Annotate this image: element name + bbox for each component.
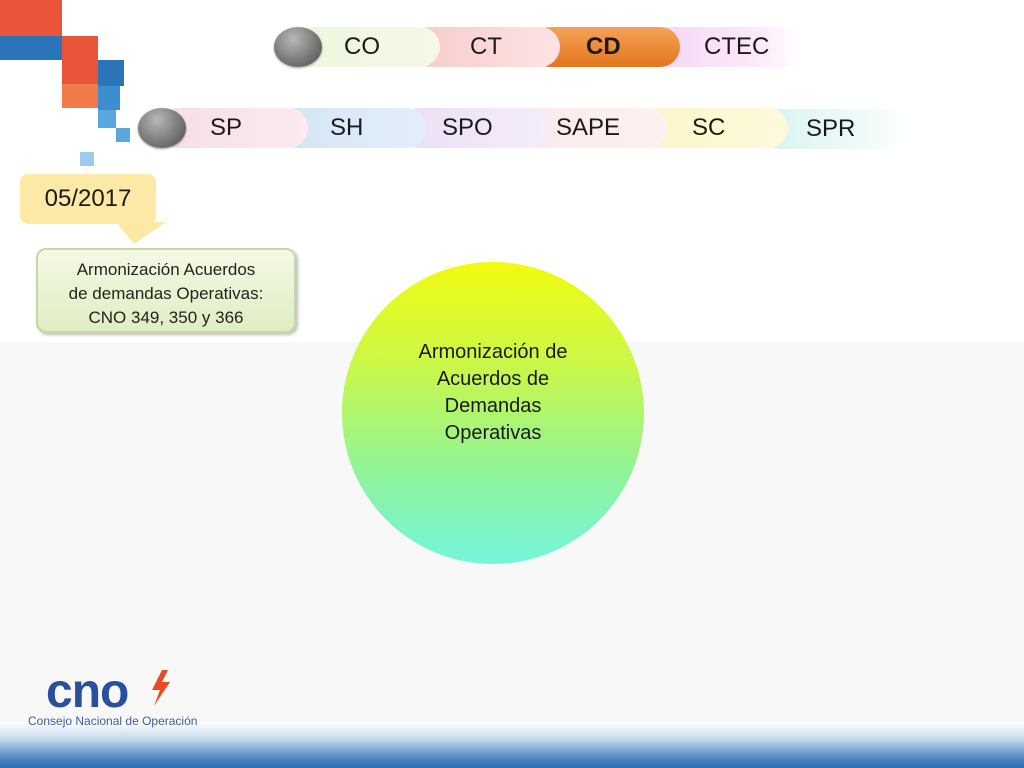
logo-subtitle: Consejo Nacional de Operación xyxy=(28,714,198,728)
date-callout: 05/2017 xyxy=(20,174,156,224)
top-row-knob-icon[interactable] xyxy=(274,27,322,67)
agreement-note: Armonización Acuerdos de demandas Operat… xyxy=(36,248,296,333)
note-line-2: de demandas Operativas: xyxy=(68,284,264,303)
circle-line-4: Operativas xyxy=(444,422,542,444)
cno-logo: cno Consejo Nacional de Operación xyxy=(28,668,208,732)
topic-circle: Armonización de Acuerdos de Demandas Ope… xyxy=(342,262,644,564)
note-line-1: Armonización Acuerdos xyxy=(76,260,256,279)
circle-line-3: Demandas xyxy=(444,395,542,417)
circle-line-1: Armonización de xyxy=(418,341,568,363)
logo-wordmark: cno xyxy=(46,665,129,718)
footer-band xyxy=(0,722,1024,768)
sub-row-knob-icon[interactable] xyxy=(138,108,186,148)
lightning-bolt-icon xyxy=(152,670,170,706)
date-callout-pointer xyxy=(115,222,175,244)
circle-line-2: Acuerdos de xyxy=(436,368,550,390)
note-line-3: CNO 349, 350 y 366 xyxy=(88,308,244,327)
